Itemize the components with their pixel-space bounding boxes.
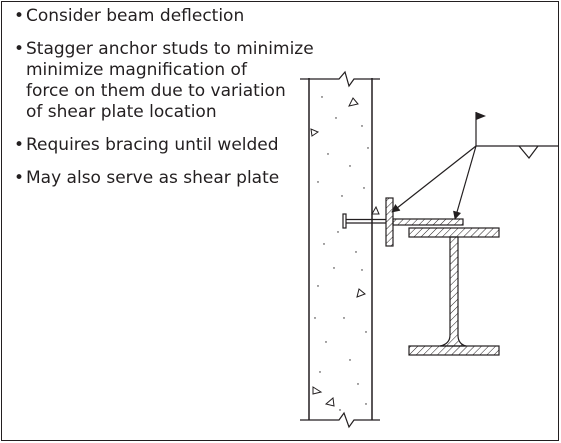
weld-symbol <box>391 112 559 220</box>
concrete-wall <box>300 70 380 429</box>
aggregate-mark <box>310 128 320 137</box>
concrete-stipple <box>314 96 369 411</box>
field-weld-flag <box>476 112 486 120</box>
bullet-glyph: • <box>14 135 25 155</box>
note-line: Stagger anchor studs to minimize <box>26 39 314 59</box>
beam-web <box>439 236 467 347</box>
note-stagger-anchor-studs: • Stagger anchor studs to minimize minim… <box>14 39 344 123</box>
note-requires-bracing: • Requires bracing until welded <box>14 135 344 156</box>
note-line: May also serve as shear plate <box>26 168 280 188</box>
fillet-weld-symbol <box>518 145 539 159</box>
note-shear-plate: • May also serve as shear plate <box>14 168 344 189</box>
aggregate-mark <box>356 288 366 298</box>
bullet-glyph: • <box>14 168 25 188</box>
note-line: Requires bracing until welded <box>26 135 279 155</box>
aggregate-mark <box>312 386 323 395</box>
note-line: of shear plate location <box>26 102 217 122</box>
break-line-bottom <box>300 411 380 429</box>
note-line: minimize magnification of <box>26 60 247 80</box>
note-line: Consider beam deflection <box>26 6 245 26</box>
embed-plate <box>385 197 394 247</box>
weld-leader-arrow <box>453 145 477 220</box>
bullet-glyph: • <box>14 39 25 59</box>
shear-plate <box>392 218 464 226</box>
bullet-glyph: • <box>14 6 25 26</box>
weld-leader-arrow <box>391 145 477 213</box>
aggregate-mark <box>348 97 359 107</box>
aggregate-mark <box>371 205 380 215</box>
design-notes: • Consider beam deflection • Stagger anc… <box>14 6 344 201</box>
beam-bottom-flange <box>408 345 500 356</box>
note-line: force on them due to variation <box>26 81 286 101</box>
break-line-top <box>300 70 380 88</box>
steel-beam-section <box>408 227 500 356</box>
beam-top-flange <box>408 227 500 238</box>
note-beam-deflection: • Consider beam deflection <box>14 6 344 27</box>
aggregate-mark <box>324 397 335 407</box>
headed-anchor-stud <box>342 213 386 229</box>
